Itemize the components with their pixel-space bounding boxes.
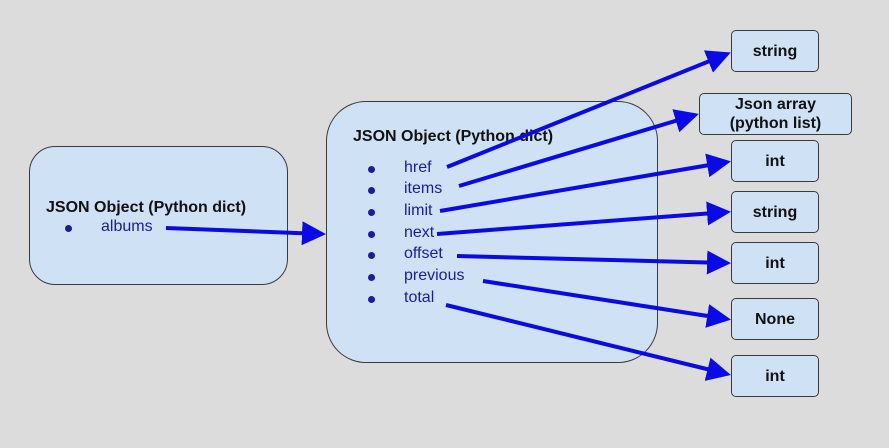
type-label-total: int	[765, 367, 785, 385]
left-object-title: JSON Object (Python dict)	[46, 199, 247, 216]
type-box-items: Json array (python list)	[699, 93, 852, 135]
type-label-offset: int	[765, 254, 785, 272]
type-box-total: int	[731, 355, 819, 397]
type-box-href: string	[731, 30, 819, 72]
field-total: total	[404, 289, 435, 306]
bullet-icon	[368, 231, 375, 238]
right-object-title: JSON Object (Python dict)	[353, 128, 554, 145]
field-limit: limit	[404, 202, 433, 219]
type-box-next: string	[731, 191, 819, 233]
type-box-offset: int	[731, 242, 819, 284]
field-href: href	[404, 159, 432, 176]
type-box-previous: None	[731, 298, 819, 340]
bullet-icon	[368, 209, 375, 216]
albums-object: JSON Object (Python dict)	[326, 101, 658, 363]
type-label-items-line1: Json array	[735, 96, 816, 113]
type-label-previous: None	[755, 310, 795, 328]
bullet-icon	[368, 187, 375, 194]
type-box-limit: int	[731, 140, 819, 182]
bullet-icon	[368, 252, 375, 259]
field-offset: offset	[404, 245, 443, 262]
field-previous: previous	[404, 267, 465, 284]
type-label-limit: int	[765, 152, 785, 170]
type-label-items-line2: (python list)	[729, 115, 822, 132]
field-albums: albums	[101, 218, 153, 235]
field-next: next	[404, 224, 435, 241]
albums-container-object: JSON Object (Python dict)	[29, 146, 288, 285]
bullet-icon	[368, 296, 375, 303]
bullet-icon	[65, 225, 72, 232]
type-label-href: string	[752, 42, 798, 60]
field-items: items	[404, 180, 443, 197]
bullet-icon	[368, 274, 375, 281]
type-label-next: string	[752, 203, 798, 221]
bullet-icon	[368, 166, 375, 173]
